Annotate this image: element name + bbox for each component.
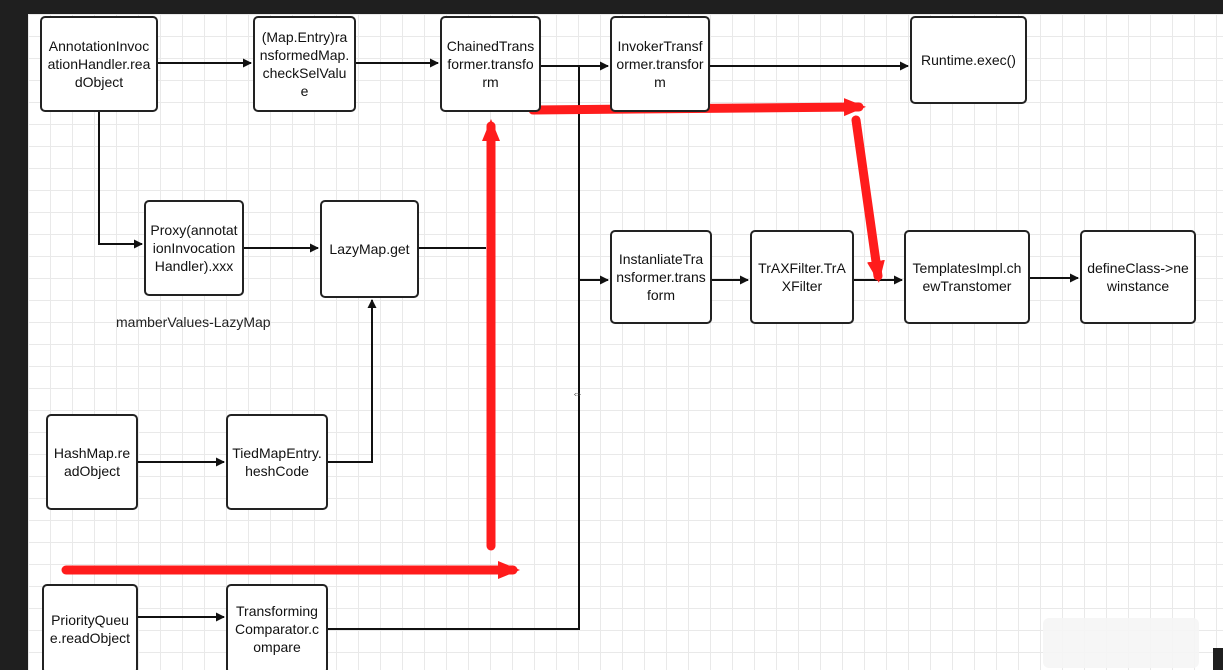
connector-layer: [61, 58, 1079, 630]
highlight-arrow-down: [851, 115, 885, 283]
diagram-canvas: AnnotationInvocationHandler.readObject (…: [28, 14, 1223, 670]
node-hashmap-readobject[interactable]: HashMap.readObject: [46, 414, 138, 510]
node-tiedmapentry-hashcode[interactable]: TiedMapEntry.heshCode: [226, 414, 328, 510]
node-label: PriorityQueue.readObject: [49, 612, 131, 646]
node-label: AnnotationInvocationHandler.readObject: [47, 38, 151, 90]
node-label: defineClass->newinstance: [1087, 260, 1189, 294]
node-label: TiedMapEntry.heshCode: [232, 445, 322, 479]
node-label: Runtime.exec(): [921, 52, 1016, 68]
node-chained-transformer[interactable]: ChainedTransformer.transform: [440, 16, 541, 112]
node-label: LazyMap.get: [329, 241, 410, 257]
node-label: TransformingComparator.compare: [234, 603, 320, 655]
node-proxy-handler[interactable]: Proxy(annotationInvocationHandler).xxx: [144, 200, 244, 296]
node-defineclass[interactable]: defineClass->newinstance: [1080, 230, 1196, 324]
node-label: TrAXFilter.TrAXFilter: [758, 260, 846, 294]
node-mapentry-checksetvalue[interactable]: (Map.Entry)ransformedMap.checkSelValue: [253, 16, 356, 112]
node-instantiate-transformer[interactable]: InstanliateTransformer.transform: [610, 230, 712, 324]
edge-annotation-to-proxy: [98, 112, 143, 249]
edge-tied-to-lazymap: [328, 299, 377, 463]
node-lazymap-get[interactable]: LazyMap.get: [320, 200, 419, 298]
node-invoker-transformer[interactable]: InvokerTransformer.transform: [610, 16, 710, 112]
edge-comparator-to-bus: [328, 66, 580, 630]
node-label: (Map.Entry)ransformedMap.checkSelValue: [259, 29, 350, 99]
node-templatesimpl[interactable]: TemplatesImpl.chewTranstomer: [904, 230, 1030, 324]
node-label: InstanliateTransformer.transform: [616, 251, 706, 303]
node-traxfilter[interactable]: TrAXFilter.TrAXFilter: [750, 230, 854, 324]
blurred-watermark: [1043, 618, 1199, 668]
member-values-note: mamberValues-LazyMap: [116, 314, 271, 330]
jump-marker: ⇔: [572, 388, 583, 400]
node-runtime-exec[interactable]: Runtime.exec(): [910, 16, 1027, 104]
node-label: HashMap.readObject: [53, 445, 131, 479]
node-annotation-readobject[interactable]: AnnotationInvocationHandler.readObject: [40, 16, 158, 112]
node-transforming-comparator[interactable]: TransformingComparator.compare: [226, 584, 328, 670]
window-edge: [1213, 648, 1223, 670]
node-label: TemplatesImpl.chewTranstomer: [912, 260, 1022, 294]
node-label: Proxy(annotationInvocationHandler).xxx: [150, 222, 238, 274]
node-label: ChainedTransformer.transform: [446, 38, 535, 90]
node-priorityqueue-readobject[interactable]: PriorityQueue.readObject: [42, 584, 138, 670]
node-label: InvokerTransformer.transform: [616, 38, 704, 90]
